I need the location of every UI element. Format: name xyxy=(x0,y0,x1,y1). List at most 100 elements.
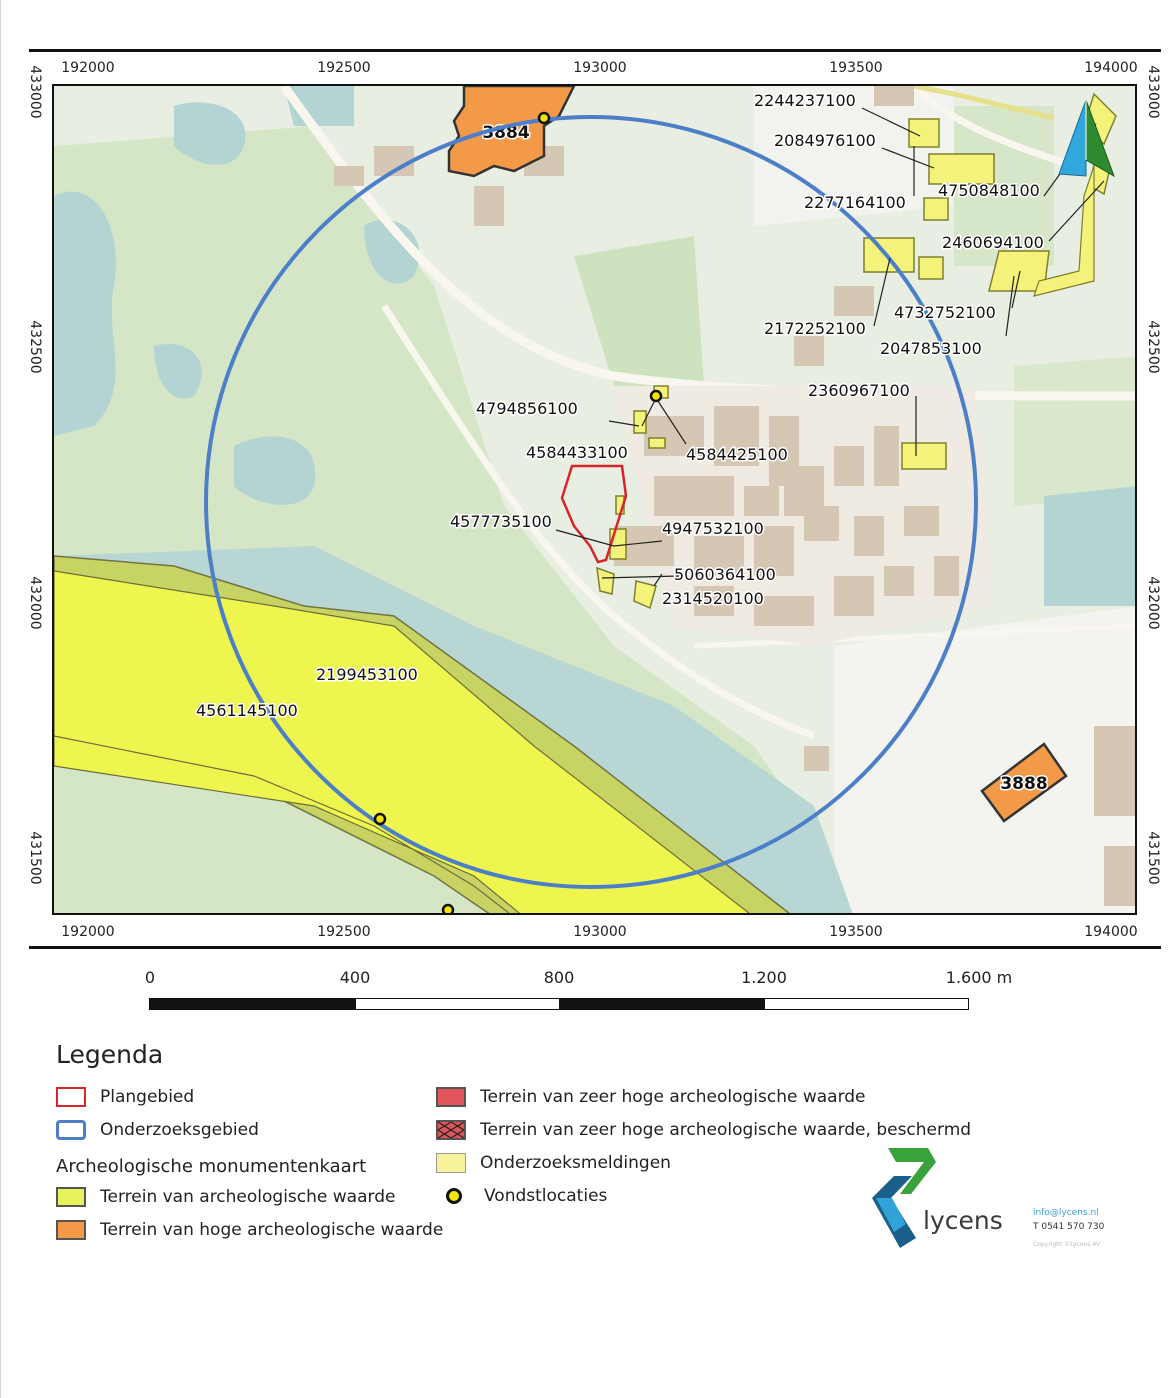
report-label: 2314520100 xyxy=(662,589,764,608)
legend-item-vondstlocaties: Vondstlocaties xyxy=(436,1183,607,1209)
report-label: 2460694100 xyxy=(942,233,1044,252)
building xyxy=(904,506,939,536)
leader-line xyxy=(1011,270,1021,309)
building xyxy=(854,516,884,556)
logo-green-mark xyxy=(888,1148,936,1194)
report-label: 2277164100 xyxy=(804,193,906,212)
leader-line xyxy=(641,397,657,427)
report-polygon xyxy=(633,410,647,434)
leader-line xyxy=(613,540,663,547)
scale-segment xyxy=(149,998,356,1010)
find-location-icon xyxy=(446,1188,462,1204)
report-label: 4794856100 xyxy=(476,399,578,418)
legend-label: Plangebied xyxy=(100,1087,195,1107)
bottom-rule xyxy=(29,946,1161,949)
report-polygon xyxy=(863,237,915,273)
legend-label: Vondstlocaties xyxy=(484,1186,608,1206)
north-arrow-icon xyxy=(1058,99,1115,178)
zone-edge xyxy=(54,735,510,913)
water xyxy=(154,344,202,399)
y-tick-right: 433000 xyxy=(1145,65,1161,119)
report-label: 5060364100 xyxy=(674,565,776,584)
report-polygon xyxy=(918,256,944,280)
building xyxy=(1094,726,1135,816)
report-label: 4584433100 xyxy=(526,443,628,462)
leader-line xyxy=(861,107,921,137)
x-tick-bottom: 194000 xyxy=(1084,924,1138,940)
building xyxy=(334,166,364,186)
report-label: 2084976100 xyxy=(774,131,876,150)
buildings xyxy=(334,86,1135,906)
report-polygon xyxy=(923,197,949,221)
scale-segment xyxy=(764,998,969,1010)
building xyxy=(804,746,829,771)
legend-label: Terrein van zeer hoge archeologische waa… xyxy=(480,1120,972,1140)
y-tick-left: 432000 xyxy=(27,576,43,630)
water xyxy=(54,191,116,436)
logo-wordmark: lycens xyxy=(923,1206,1003,1235)
report-label: 2172252100 xyxy=(764,319,866,338)
legend-item-onderzoeksmeldingen: Onderzoeksmeldingen xyxy=(436,1150,671,1176)
scale-label: 0 xyxy=(144,968,156,987)
contact-email[interactable]: info@lycens.nl xyxy=(1033,1208,1099,1218)
report-label: 4577735100 xyxy=(450,512,552,531)
report-label: 4561145100 xyxy=(196,701,298,720)
report-label: 4750848100 xyxy=(938,181,1040,200)
x-tick-bottom: 192500 xyxy=(317,924,371,940)
legend-label: Onderzoeksmeldingen xyxy=(480,1153,671,1173)
x-tick-bottom: 193500 xyxy=(829,924,883,940)
monument-label: 3888 xyxy=(1000,774,1047,794)
scale-label: 1.600 m xyxy=(945,968,1013,987)
scale-segment xyxy=(559,998,765,1010)
lycens-logo xyxy=(872,1148,936,1248)
legend-item-onderzoeksgebied: Onderzoeksgebied xyxy=(56,1117,259,1143)
legend-label: Terrein van hoge archeologische waarde xyxy=(100,1220,444,1240)
map-canvas: 3884 3888 xyxy=(54,86,1135,913)
building xyxy=(754,526,794,576)
leader-line xyxy=(601,575,680,579)
building xyxy=(834,286,874,316)
report-polygon xyxy=(633,580,657,610)
report-labels: 2244237100 2084976100 4750848100 2277164… xyxy=(195,90,1046,722)
legend-item-plangebied: Plangebied xyxy=(56,1084,194,1110)
find-location xyxy=(441,903,455,913)
report-label: 4947532100 xyxy=(662,519,764,538)
green-area xyxy=(1014,356,1135,506)
y-tick-right: 432000 xyxy=(1145,576,1161,630)
x-tick-top: 193500 xyxy=(829,60,883,76)
y-tick-right: 431500 xyxy=(1145,831,1161,885)
find-location xyxy=(537,111,551,125)
legend-item-terrein-zeer-hoog-beschermd: Terrein van zeer hoge archeologische waa… xyxy=(436,1117,971,1143)
building xyxy=(644,416,704,456)
report-label: 2199453100 xyxy=(316,665,418,684)
report-polygon xyxy=(648,437,666,449)
hatch-icon xyxy=(438,1122,464,1138)
building xyxy=(1104,846,1135,906)
plangebied-polygon xyxy=(560,464,628,564)
green-area xyxy=(954,106,1054,266)
x-tick-top: 192500 xyxy=(317,60,371,76)
scale-label: 400 xyxy=(339,968,371,987)
leader-lines xyxy=(555,107,1105,587)
building xyxy=(714,406,759,466)
building xyxy=(874,426,899,486)
leader-line xyxy=(1005,275,1015,337)
leader-line xyxy=(655,397,687,445)
plangebied-swatch xyxy=(56,1087,86,1107)
map-frame[interactable]: 3884 3888 xyxy=(52,84,1137,915)
onderzoeksgebied-circle xyxy=(204,115,978,889)
road xyxy=(913,86,1055,121)
building xyxy=(474,186,504,226)
x-tick-top: 194000 xyxy=(1084,60,1138,76)
report-label: 4732752100 xyxy=(894,303,996,322)
building xyxy=(834,446,864,486)
building xyxy=(754,596,814,626)
legend-title: Legenda xyxy=(56,1040,164,1069)
legend-label: Terrein van zeer hoge archeologische waa… xyxy=(480,1087,866,1107)
terrein-archeologische-waarde-inner xyxy=(54,570,750,913)
building xyxy=(874,86,914,106)
scale-label: 1.200 xyxy=(741,968,787,987)
road xyxy=(693,623,1135,649)
leader-line xyxy=(555,529,615,547)
